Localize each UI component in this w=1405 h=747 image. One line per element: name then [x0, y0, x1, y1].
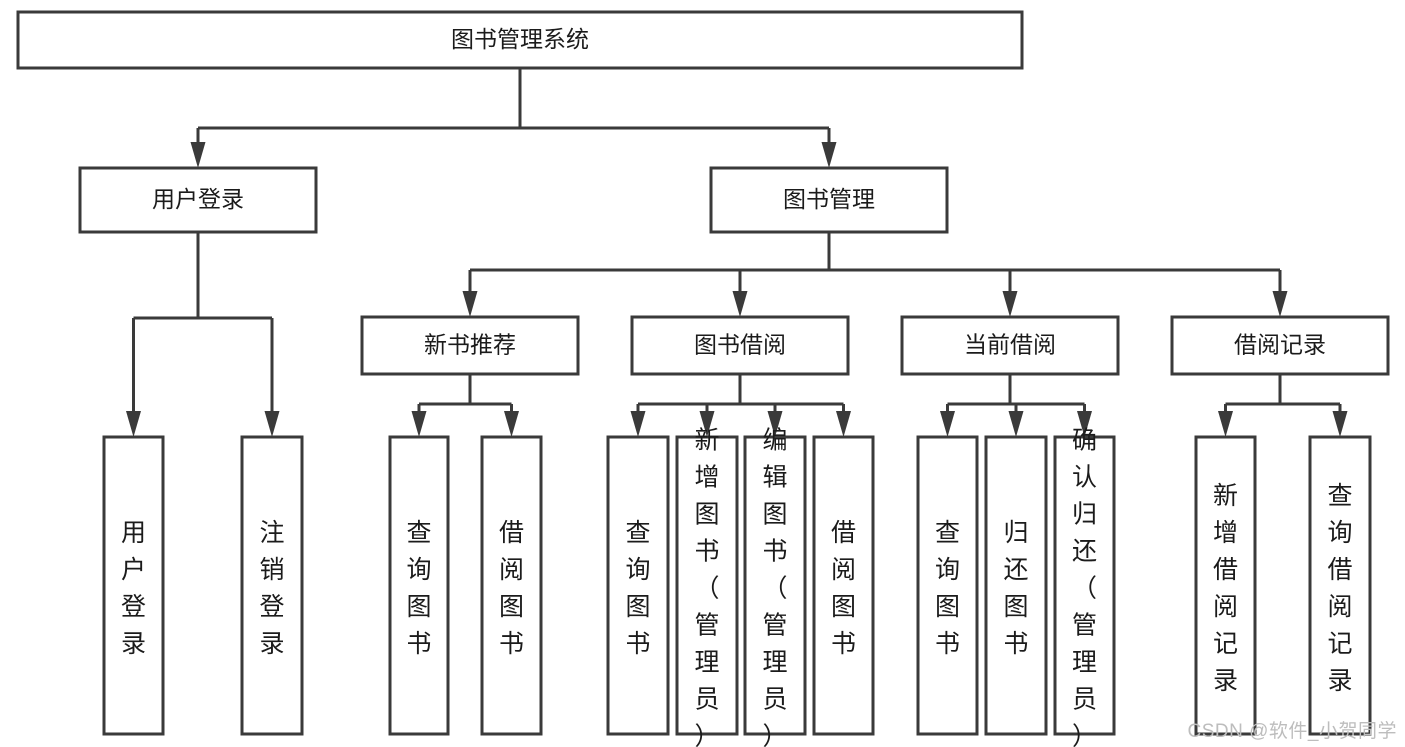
arrow-head: [699, 411, 715, 437]
node-label: 确认归还（管理员）: [1072, 427, 1097, 747]
csdn-watermark: CSDN @软件_小贺同学: [1187, 721, 1397, 742]
node-leaf-query-book-cur[interactable]: 查询图书: [916, 435, 979, 736]
node-label: 归还图书: [1003, 519, 1028, 658]
node-new-book-rec[interactable]: 新书推荐: [360, 315, 580, 376]
node-label: 借阅图书: [831, 519, 856, 658]
node-box: [606, 435, 670, 736]
node-root[interactable]: 图书管理系统: [16, 10, 1024, 70]
node-box: [900, 315, 1120, 376]
node-box: [1194, 435, 1257, 736]
node-book-manage[interactable]: 图书管理: [709, 166, 949, 234]
node-user-login[interactable]: 用户登录: [78, 166, 318, 234]
arrow-head: [732, 291, 748, 317]
node-label: 图书借阅: [694, 332, 786, 358]
arrow-head: [940, 411, 955, 437]
node-leaf-user-login[interactable]: 用户登录: [102, 435, 165, 736]
node-box: [1170, 315, 1390, 376]
node-label: 当前借阅: [964, 332, 1056, 358]
node-box: [480, 435, 543, 736]
node-leaf-confirm-return[interactable]: 确认归还（管理员）: [1053, 427, 1116, 747]
arrow-head: [630, 411, 646, 437]
edge-layer: [126, 68, 1348, 437]
arrow-head: [1332, 411, 1348, 437]
arrow-head: [190, 142, 206, 168]
node-leaf-add-record[interactable]: 新增借阅记录: [1194, 435, 1257, 736]
node-leaf-query-record[interactable]: 查询借阅记录: [1308, 435, 1372, 736]
node-box: [812, 435, 875, 736]
node-leaf-logout[interactable]: 注销登录: [240, 435, 304, 736]
node-box: [1053, 435, 1116, 736]
node-box: [16, 10, 1024, 70]
node-label: 查询图书: [935, 519, 960, 658]
arrow-head: [1008, 411, 1024, 437]
arrow-head: [462, 291, 478, 317]
node-label: 新增图书（管理员）: [694, 427, 719, 747]
node-box: [388, 435, 450, 736]
node-layer: 图书管理系统用户登录图书管理新书推荐图书借阅当前借阅借阅记录用户登录注销登录查询…: [16, 10, 1390, 747]
node-box: [743, 435, 807, 736]
node-box: [630, 315, 850, 376]
node-label: 用户登录: [152, 186, 244, 212]
node-box: [360, 315, 580, 376]
node-leaf-borrow-book-rec[interactable]: 借阅图书: [480, 435, 543, 736]
arrow-head: [1077, 411, 1092, 437]
node-label: 借阅记录: [1234, 332, 1326, 358]
node-box: [984, 435, 1048, 736]
node-label: 新书推荐: [424, 332, 516, 358]
node-box: [78, 166, 318, 234]
node-book-borrow[interactable]: 图书借阅: [630, 315, 850, 376]
arrow-head: [767, 411, 783, 437]
node-box: [709, 166, 949, 234]
arrow-head: [264, 411, 280, 437]
node-box: [916, 435, 979, 736]
arrow-head: [821, 142, 837, 168]
node-box: [240, 435, 304, 736]
node-leaf-return-book[interactable]: 归还图书: [984, 435, 1048, 736]
arrow-head: [1002, 291, 1018, 317]
node-label: 注销登录: [259, 519, 284, 658]
node-leaf-edit-book[interactable]: 编辑图书（管理员）: [743, 427, 807, 747]
node-leaf-borrow-book[interactable]: 借阅图书: [812, 435, 875, 736]
arrow-head: [1218, 411, 1233, 437]
arrow-head: [1272, 291, 1288, 317]
node-label: 图书管理: [783, 186, 875, 212]
node-box: [1308, 435, 1372, 736]
node-label: 查询图书: [625, 519, 650, 658]
arrow-head: [836, 411, 851, 437]
arrow-head: [504, 411, 519, 437]
node-borrow-record[interactable]: 借阅记录: [1170, 315, 1390, 376]
node-label: 借阅图书: [499, 519, 524, 658]
node-leaf-query-book-rec[interactable]: 查询图书: [388, 435, 450, 736]
node-label: 编辑图书（管理员）: [762, 427, 787, 747]
node-box: [102, 435, 165, 736]
node-label: 图书管理系统: [451, 26, 589, 52]
node-current-borrow[interactable]: 当前借阅: [900, 315, 1120, 376]
node-label: 查询借阅记录: [1327, 482, 1352, 695]
node-leaf-add-book[interactable]: 新增图书（管理员）: [675, 427, 739, 747]
node-label: 查询图书: [406, 519, 431, 658]
arrow-head: [411, 411, 427, 437]
node-box: [675, 435, 739, 736]
node-label: 新增借阅记录: [1213, 482, 1238, 695]
node-leaf-query-book-borrow[interactable]: 查询图书: [606, 435, 670, 736]
arrow-head: [126, 411, 141, 437]
node-label: 用户登录: [121, 519, 146, 658]
